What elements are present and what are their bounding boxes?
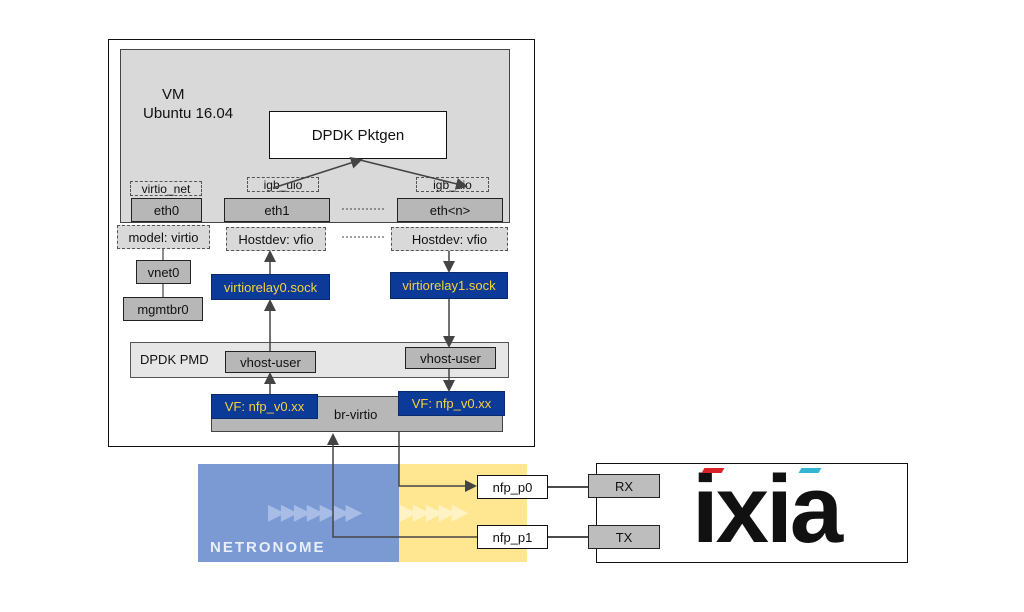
eth0-interface: eth0: [131, 198, 202, 222]
ixia-logo: ixia: [692, 456, 843, 563]
ixia-tx-port: TX: [588, 525, 660, 549]
netronome-arrows-light-icon: ▶▶▶▶▶: [400, 499, 469, 524]
port-nfp-p1: nfp_p1: [477, 525, 548, 549]
hostdev-vfio-1: Hostdev: vfio: [226, 227, 326, 251]
ixia-teal-accent-icon: [798, 468, 822, 473]
vhost-user-2: vhost-user: [405, 347, 496, 369]
igb-uio-driver-2: igb_uio: [416, 177, 489, 192]
virtio-net-driver: virtio_net: [130, 181, 202, 196]
vnet0-box: vnet0: [136, 260, 191, 284]
vf-box-2: VF: nfp_v0.xx: [398, 391, 505, 416]
netronome-logo: NETRONOME: [210, 539, 326, 556]
netronome-arrows-icon: ▶▶▶▶▶▶▶: [268, 499, 362, 524]
igb-uio-driver-1: igb_uio: [247, 177, 319, 192]
vhost-user-1: vhost-user: [225, 351, 316, 373]
ethn-interface: eth<n>: [397, 198, 503, 222]
dpdk-pmd-label: DPDK PMD: [140, 352, 209, 367]
dpdk-pktgen-box: DPDK Pktgen: [269, 111, 447, 159]
model-virtio-box: model: virtio: [117, 225, 210, 249]
ixia-red-accent-icon: [701, 468, 725, 473]
virtiorelay1-sock: virtiorelay1.sock: [390, 272, 508, 299]
vm-os: Ubuntu 16.04: [143, 105, 234, 122]
virtiorelay0-sock: virtiorelay0.sock: [211, 274, 330, 300]
vm-title: VM: [162, 86, 185, 103]
br-virtio-label: br-virtio: [334, 407, 378, 422]
mgmtbr0-box: mgmtbr0: [123, 297, 203, 321]
vf-box-1: VF: nfp_v0.xx: [211, 394, 318, 419]
eth1-interface: eth1: [224, 198, 330, 222]
hostdev-vfio-2: Hostdev: vfio: [391, 227, 508, 251]
ixia-rx-port: RX: [588, 474, 660, 498]
port-nfp-p0: nfp_p0: [477, 475, 548, 499]
